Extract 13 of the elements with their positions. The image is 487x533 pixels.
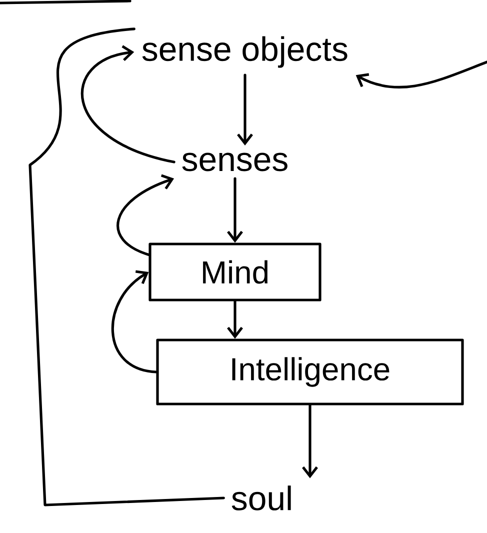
arrow [356, 60, 487, 89]
process-box: Intelligence [156, 338, 464, 406]
process-box: Mind [148, 242, 322, 302]
arrow [111, 270, 158, 374]
node-text: soul [232, 486, 291, 510]
node-text: senses [182, 152, 288, 172]
arrow [81, 45, 176, 164]
arrow [116, 174, 174, 256]
node-text: sense objects [142, 36, 348, 68]
arrow [227, 177, 243, 243]
arrow [227, 300, 243, 339]
arrow [237, 74, 253, 146]
arrow [302, 404, 318, 478]
